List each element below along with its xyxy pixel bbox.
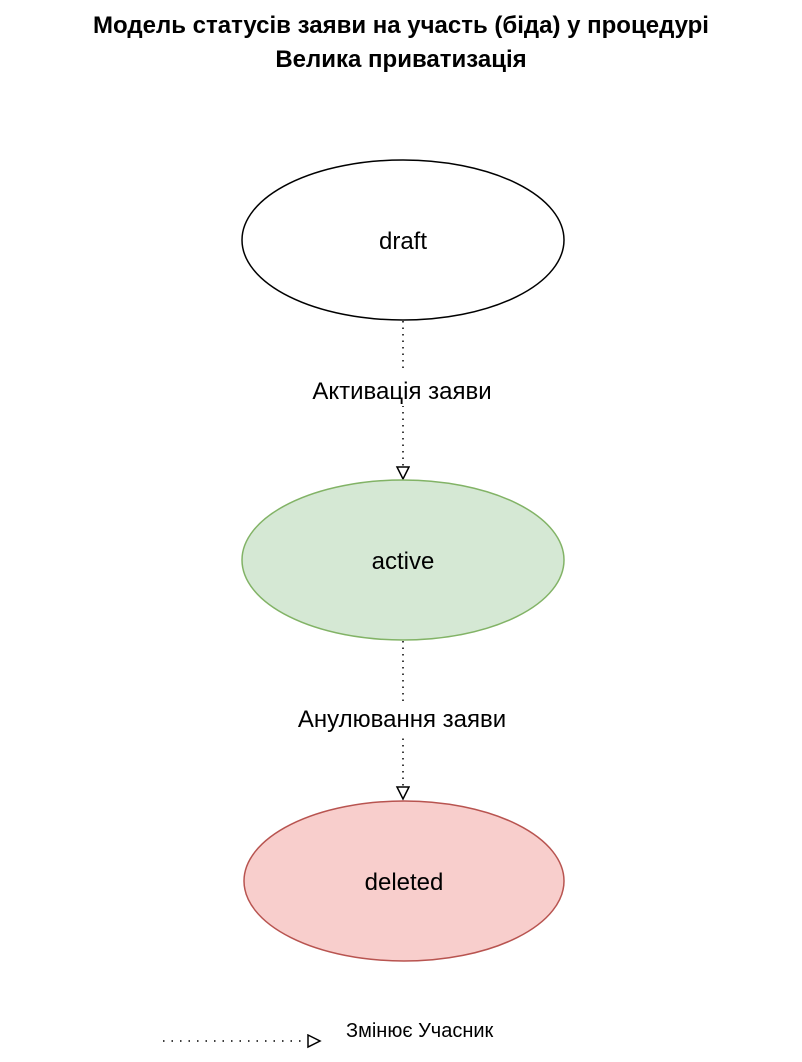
legend-label: Змінює Учасник [346,1020,494,1042]
edge-label-bg [296,372,510,406]
node-deleted-label: deleted [365,869,444,896]
node-deleted [243,800,565,962]
edge-label-cancellation: Анулювання заяви [298,706,506,733]
diagram-title-line2: Велика приватизація [275,46,526,73]
node-active-label: active [372,548,435,575]
edge-label-activation: Активація заяви [312,378,491,405]
node-active [241,479,565,641]
edge-label-bg [278,701,526,735]
node-draft-label: draft [379,228,427,255]
node-draft [241,159,565,321]
diagram-title-line1: Модель статусів заяви на участь (біда) у… [93,12,709,39]
